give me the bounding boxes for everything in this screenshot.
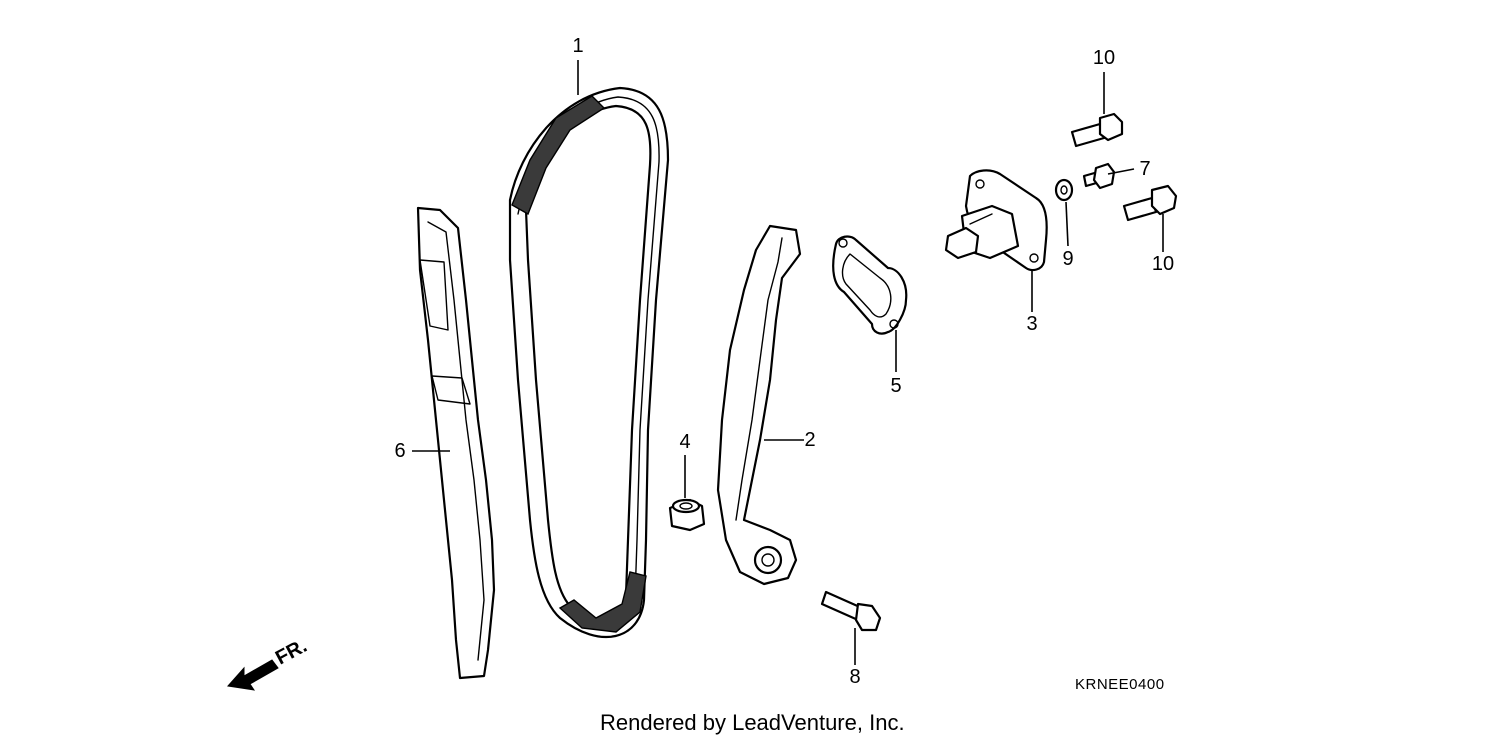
callout-4: 4 xyxy=(679,431,691,453)
callout-10-lower: 10 xyxy=(1151,253,1175,275)
callout-7: 7 xyxy=(1139,158,1151,180)
cam-chain[interactable] xyxy=(508,86,670,639)
leader-lines xyxy=(412,60,1164,665)
callout-9: 9 xyxy=(1062,248,1074,270)
collar[interactable] xyxy=(668,498,706,532)
tensioner-lifter[interactable] xyxy=(944,169,1048,272)
small-bolt[interactable] xyxy=(1082,162,1116,190)
tensioner-gasket[interactable] xyxy=(832,235,908,335)
callout-8: 8 xyxy=(849,666,861,688)
callout-5: 5 xyxy=(890,375,902,397)
flange-bolt-8[interactable] xyxy=(820,590,882,632)
callout-2: 2 xyxy=(804,429,816,451)
flange-bolt-upper[interactable] xyxy=(1070,112,1124,148)
callout-10-upper: 10 xyxy=(1092,47,1116,69)
sealing-washer[interactable] xyxy=(1054,178,1074,202)
diagram-code: KRNEE0400 xyxy=(1075,676,1165,693)
callout-1: 1 xyxy=(572,35,584,57)
callout-6: 6 xyxy=(394,440,406,462)
front-arrow-icon xyxy=(227,659,279,691)
credit-text: Rendered by LeadVenture, Inc. xyxy=(600,710,905,735)
flange-bolt-lower[interactable] xyxy=(1122,184,1178,222)
cam-chain-guide[interactable] xyxy=(416,206,496,680)
callout-3: 3 xyxy=(1026,313,1038,335)
tensioner-slider[interactable] xyxy=(716,224,802,586)
